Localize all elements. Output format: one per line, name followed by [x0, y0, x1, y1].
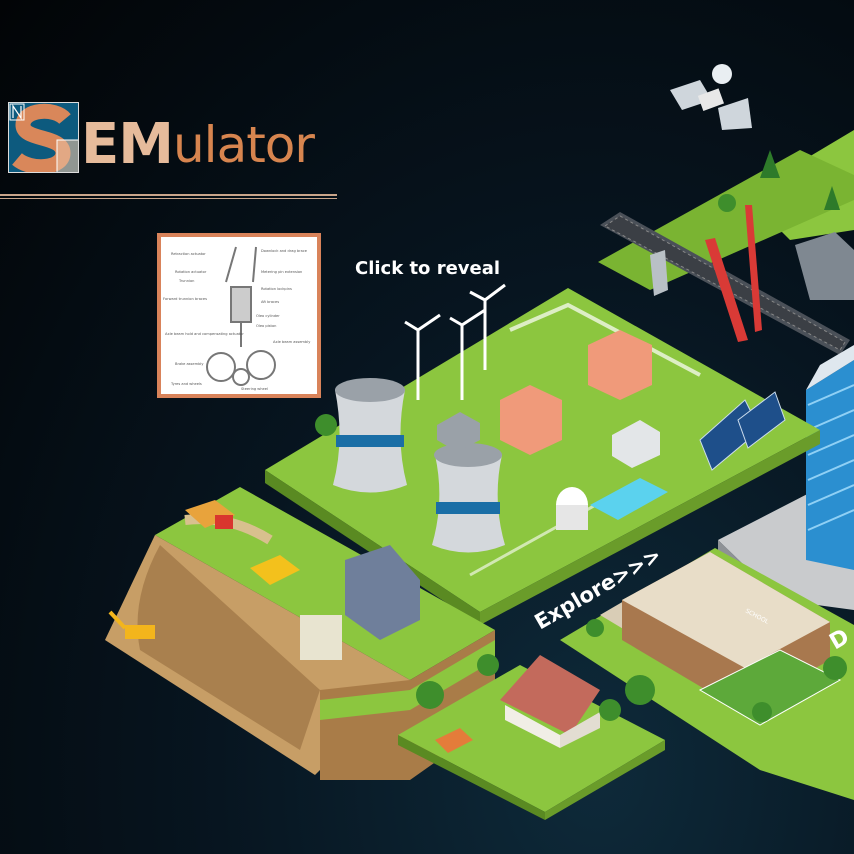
pool [590, 478, 668, 520]
bridge[interactable] [600, 205, 850, 355]
excavator[interactable] [108, 610, 155, 639]
landing-gear-diagram-card[interactable]: Retraction actuator Downlock and drag br… [157, 233, 321, 398]
diagram-label: Aft braces [261, 300, 279, 304]
diagram-label: Retraction actuator [171, 252, 206, 256]
dump-truck[interactable] [250, 555, 300, 585]
diagram-label: Tyres and wheels [170, 382, 202, 386]
car [435, 728, 473, 753]
factory-buildings[interactable] [437, 330, 660, 468]
logo-ulator-text: ulator [172, 116, 315, 174]
trees [315, 150, 847, 722]
wind-turbines[interactable] [404, 283, 506, 400]
diagram-label: Axle beam hold and compensating actuator [165, 332, 244, 336]
logo-n-shape [12, 104, 22, 120]
diagram-label: Rotation lockpins [261, 287, 292, 291]
diagram-label: Oleo piston [256, 324, 276, 328]
diagram-label: Rotation actuator [175, 270, 207, 274]
diagram-label: Forward trunnion braces [163, 297, 207, 301]
house-platform[interactable] [398, 655, 665, 820]
stemulator-logo[interactable]: EM ulator [8, 102, 315, 177]
diagram-label: Metering pin extension [261, 270, 302, 274]
logo-emblem-drawing [9, 103, 78, 172]
mining-platform[interactable] [105, 487, 495, 780]
dump-truck[interactable] [185, 500, 235, 529]
power-plant-platform[interactable] [265, 288, 820, 625]
logo-n-box [9, 103, 25, 121]
school-platform[interactable] [560, 548, 854, 800]
satellite-icon[interactable] [670, 64, 752, 130]
diagram-label: Brake assembly [175, 362, 204, 366]
diagram-label: Downlock and drag brace [261, 249, 308, 253]
rock-dome [795, 232, 854, 300]
logo-t-box [56, 139, 78, 172]
diagram-label: Steering wheel [241, 387, 268, 391]
logo-emblem [8, 102, 79, 173]
dome-building [556, 487, 588, 530]
logo-s-shape [12, 103, 71, 172]
cooling-tower[interactable] [432, 443, 505, 553]
conveyor-machinery[interactable] [300, 545, 420, 660]
solar-panels[interactable] [699, 391, 786, 471]
diagram-label: Oleo cylinder [256, 314, 280, 318]
click-to-reveal-label[interactable]: Click to reveal [355, 258, 501, 279]
landing-gear-diagram: Retraction actuator Downlock and drag br… [163, 246, 311, 391]
logo-divider [0, 194, 337, 196]
logo-divider-thin [0, 198, 337, 199]
diagram-label: Axle beam assembly [273, 340, 311, 344]
diagram-label: Trunnion [178, 279, 194, 283]
skyscraper[interactable] [806, 345, 854, 570]
logo-em-text: EM [81, 112, 174, 177]
cooling-tower[interactable] [333, 378, 407, 493]
